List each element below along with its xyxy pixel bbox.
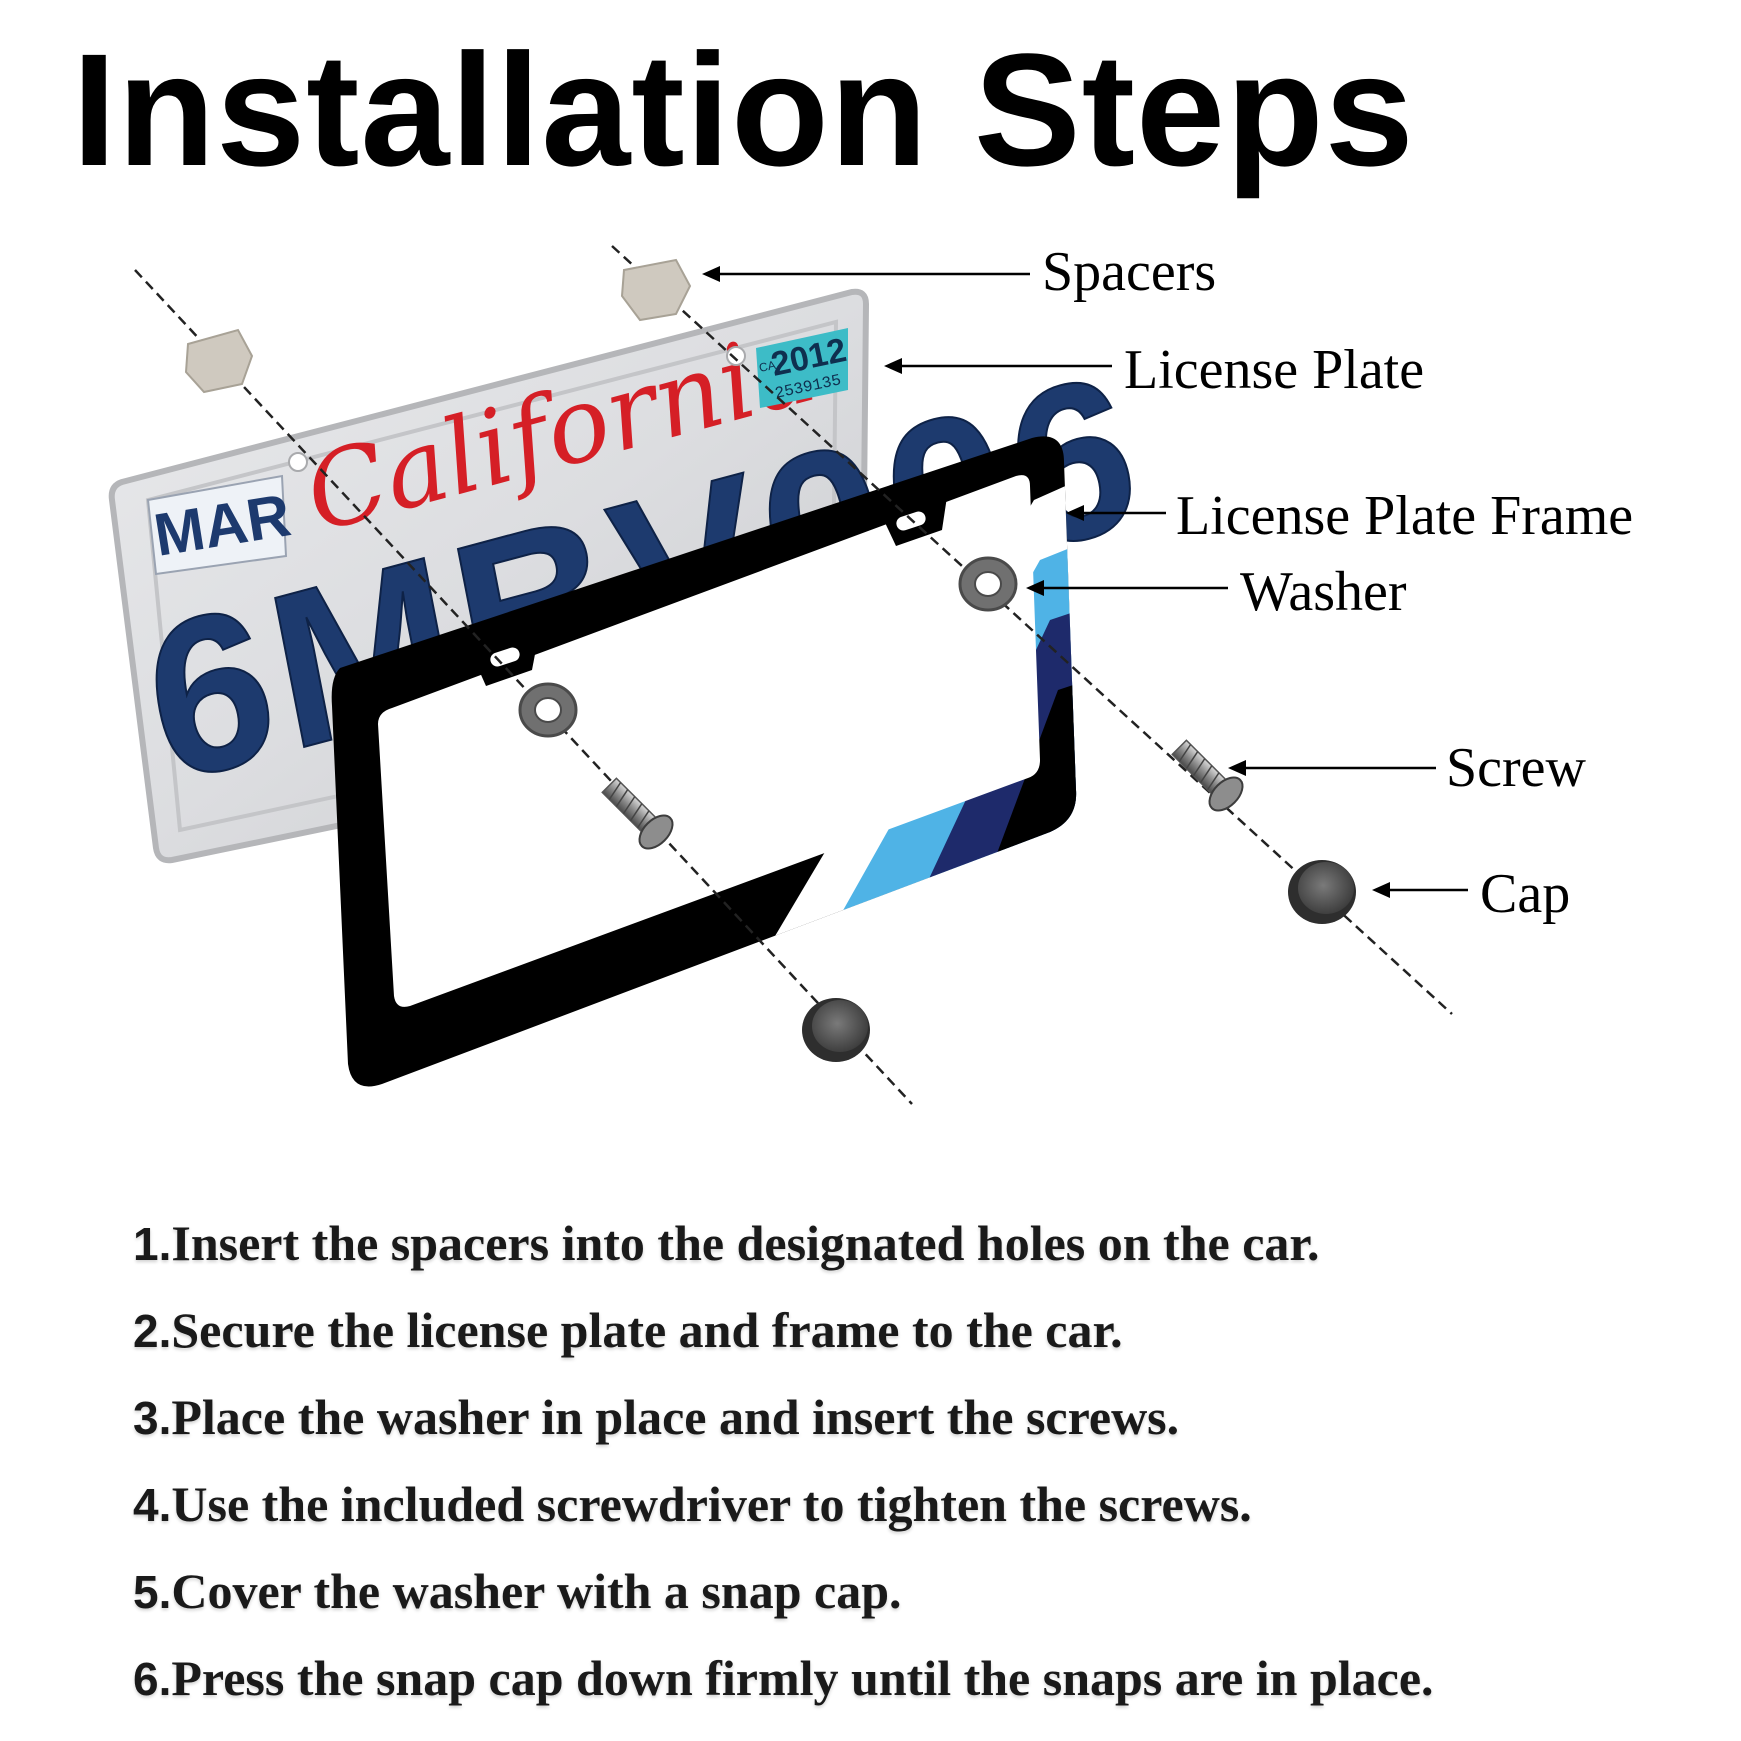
step-number: 4. <box>133 1479 172 1531</box>
label-license-plate: License Plate <box>1124 339 1425 401</box>
page-title: Installation Steps <box>72 20 1415 199</box>
step-number: 1. <box>133 1218 172 1270</box>
step-text: Place the washer in place and insert the… <box>171 1389 1180 1445</box>
plate-mount-hole <box>288 452 308 472</box>
callout-arrows <box>702 266 1468 898</box>
cap <box>1288 860 1356 924</box>
registration-sticker: 2012 2539135 CA <box>756 328 850 408</box>
step-number: 5. <box>133 1566 172 1618</box>
plate-mount-hole <box>726 346 746 366</box>
step-text: Use the included screwdriver to tighten … <box>171 1476 1252 1532</box>
installation-steps-list: 1.Insert the spacers into the designated… <box>133 1200 1434 1722</box>
cap <box>802 998 870 1062</box>
screw <box>601 777 674 850</box>
sticker-state-text: CA <box>758 358 777 375</box>
frame-mount-slot <box>490 647 520 667</box>
step-item: 4.Use the included screwdriver to tighte… <box>133 1461 1434 1548</box>
spacer <box>620 258 692 322</box>
step-text: Cover the washer with a snap cap. <box>171 1563 902 1619</box>
step-text: Secure the license plate and frame to th… <box>171 1302 1123 1358</box>
month-tag: MAR <box>146 474 295 576</box>
screw <box>1171 739 1244 812</box>
step-number: 6. <box>133 1653 172 1705</box>
washer <box>958 556 1018 612</box>
step-number: 3. <box>133 1392 172 1444</box>
step-item: 1.Insert the spacers into the designated… <box>133 1200 1434 1287</box>
label-cap: Cap <box>1480 863 1571 925</box>
label-screw: Screw <box>1446 737 1586 799</box>
step-item: 6.Press the snap cap down firmly until t… <box>133 1635 1434 1722</box>
washer <box>518 682 578 738</box>
label-spacers: Spacers <box>1042 241 1217 303</box>
frame-window <box>378 475 1040 1007</box>
step-number: 2. <box>133 1305 172 1357</box>
label-washer: Washer <box>1240 561 1407 623</box>
step-item: 5.Cover the washer with a snap cap. <box>133 1548 1434 1635</box>
step-text: Insert the spacers into the designated h… <box>171 1215 1320 1271</box>
step-item: 3.Place the washer in place and insert t… <box>133 1374 1434 1461</box>
step-text: Press the snap cap down firmly until the… <box>171 1650 1434 1706</box>
axis-line-left <box>134 269 913 1105</box>
label-license-plate-frame: License Plate Frame <box>1176 485 1634 547</box>
spacer <box>184 328 254 394</box>
step-item: 2.Secure the license plate and frame to … <box>133 1287 1434 1374</box>
